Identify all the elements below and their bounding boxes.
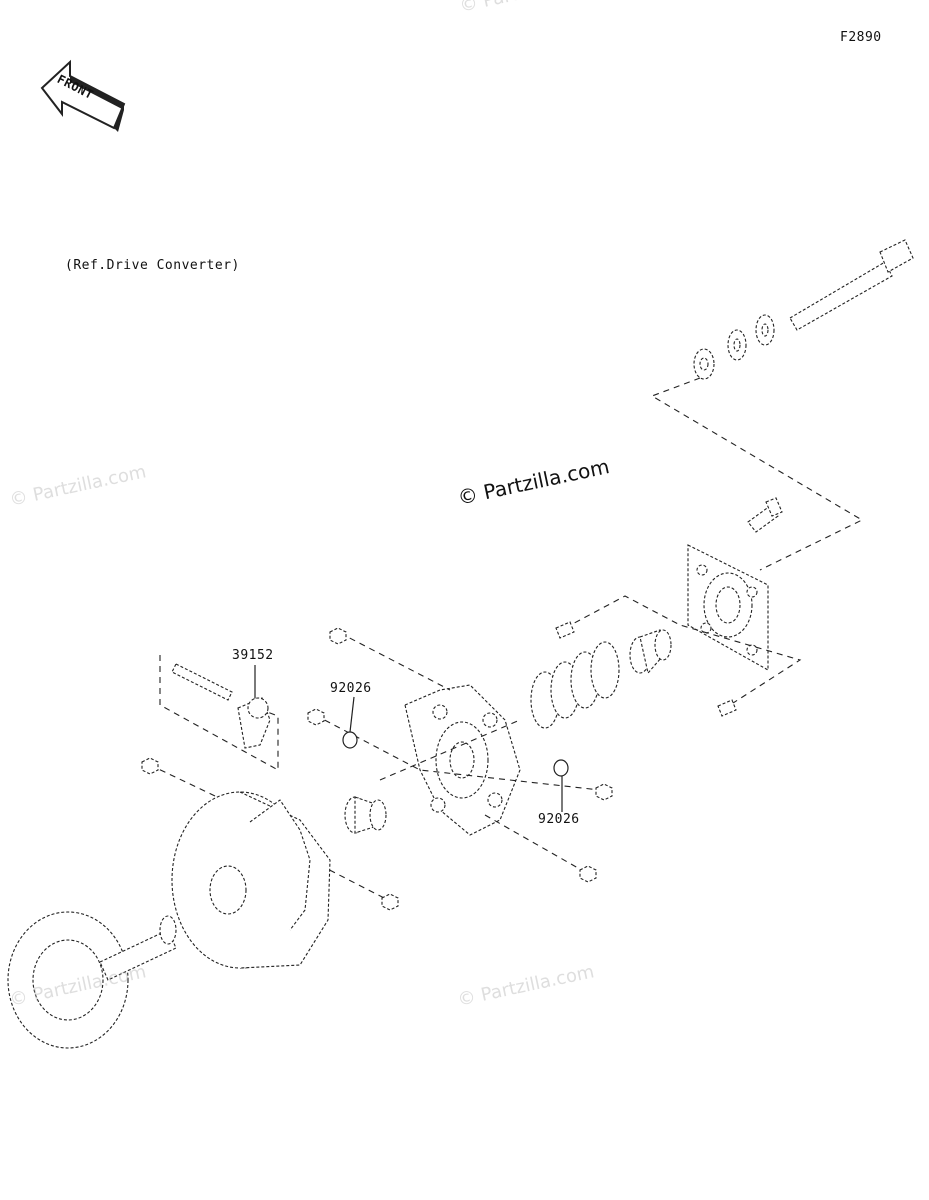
assembly-line-roller	[564, 595, 802, 706]
nut-3	[595, 783, 613, 801]
nut-4	[579, 865, 597, 883]
figure-code: F2890	[840, 30, 882, 45]
nut-top	[693, 348, 715, 380]
nut-5	[141, 757, 159, 775]
bushing	[344, 796, 387, 834]
spring	[530, 641, 620, 729]
pin-39152	[171, 663, 233, 701]
nut-2	[307, 708, 325, 726]
front-arrow-icon	[40, 59, 126, 132]
nut-1	[329, 627, 347, 645]
o-ring-right	[553, 759, 569, 777]
washer-1	[755, 314, 775, 346]
pin-left	[555, 621, 575, 639]
assembly-line-3	[379, 719, 521, 781]
o-ring-left	[342, 731, 358, 749]
assembly-line-1	[339, 632, 451, 691]
small-bolt	[747, 497, 783, 533]
nut-6	[381, 893, 399, 911]
leader-92026-left	[349, 696, 355, 733]
reference-note: (Ref.Drive Converter)	[65, 258, 240, 273]
slider-39152	[237, 697, 271, 749]
spider-plate	[687, 544, 769, 671]
washer-2	[727, 329, 747, 361]
assembly-line-4	[484, 814, 586, 873]
fixed-sheave-fan	[7, 911, 177, 1049]
callout-39152: 39152	[232, 648, 274, 663]
assembly-line-bolt	[650, 377, 864, 571]
callout-92026-left: 92026	[330, 681, 372, 696]
moveable-sheave	[171, 791, 331, 969]
assembly-line-5	[149, 764, 256, 816]
callout-92026-right: 92026	[538, 812, 580, 827]
long-bolt	[789, 239, 914, 331]
pin-bottom	[717, 699, 737, 717]
spider-hub	[404, 684, 521, 836]
assembly-bracket	[159, 655, 279, 771]
roller	[629, 629, 672, 675]
